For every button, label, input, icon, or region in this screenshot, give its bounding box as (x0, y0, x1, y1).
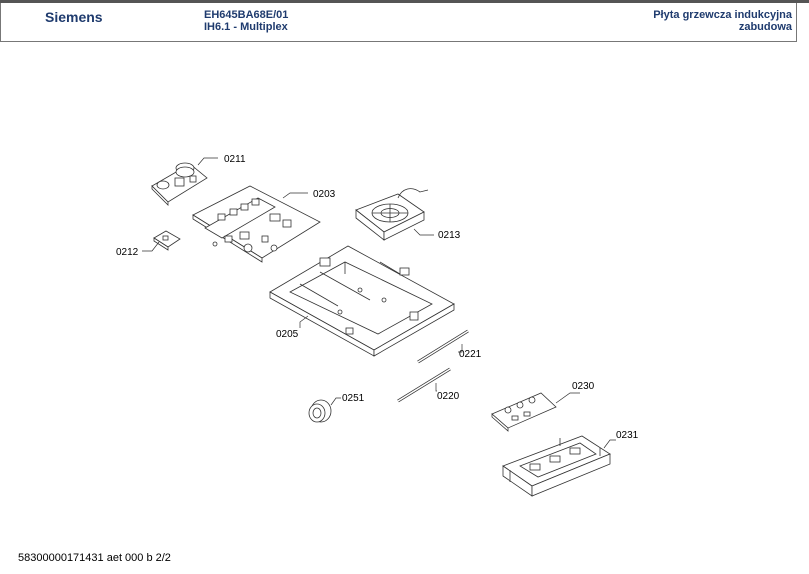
part-0203-drawing (192, 185, 321, 263)
leader-lines (142, 157, 616, 449)
page-header: Siemens EH645BA68E/01 IH6.1 - Multiplex … (0, 3, 797, 42)
model-number: EH645BA68E/01 (204, 9, 289, 21)
part-0220-drawing (397, 367, 451, 403)
product-description: Płyta grzewcza indukcyjna zabudowa (653, 9, 792, 33)
part-0230-drawing (491, 392, 557, 432)
leader-0212 (142, 241, 160, 252)
part-label-0205: 0205 (276, 329, 299, 340)
part-0205-drawing (269, 245, 455, 357)
leader-0220 (435, 383, 437, 392)
leader-0251 (330, 397, 341, 406)
model-series: IH6.1 - Multiplex (204, 21, 288, 33)
description-line-2: zabudowa (738, 21, 792, 33)
part-label-0212: 0212 (116, 247, 139, 258)
leader-0205 (299, 315, 309, 328)
part-label-0211: 0211 (224, 154, 246, 165)
leader-0221 (458, 344, 463, 353)
part-0251-drawing (308, 399, 332, 423)
leader-0231 (603, 439, 616, 449)
part-0212-drawing (153, 230, 181, 251)
leader-0213 (413, 228, 434, 236)
document-id: 58300000171431 aet 000 b 2/2 (18, 552, 171, 564)
part-0221-drawing (417, 329, 469, 364)
part-label-0203: 0203 (313, 189, 336, 200)
leader-0230 (555, 392, 580, 404)
leader-0211 (197, 157, 218, 166)
description-line-1: Płyta grzewcza indukcyjna (653, 9, 792, 21)
brand-name: Siemens (45, 9, 103, 25)
model-info: EH645BA68E/01 IH6.1 - Multiplex (204, 9, 288, 33)
part-0211-drawing (151, 162, 208, 206)
top-border (0, 0, 809, 3)
part-0213-drawing (355, 188, 429, 241)
part-label-0251: 0251 (342, 393, 365, 404)
part-label-0221: 0221 (459, 349, 482, 360)
part-label-0231: 0231 (616, 430, 639, 441)
part-0231-drawing (502, 435, 611, 497)
part-label-0213: 0213 (438, 230, 461, 241)
part-label-0220: 0220 (437, 391, 460, 402)
leader-0203 (282, 192, 308, 199)
part-label-0230: 0230 (572, 381, 595, 392)
